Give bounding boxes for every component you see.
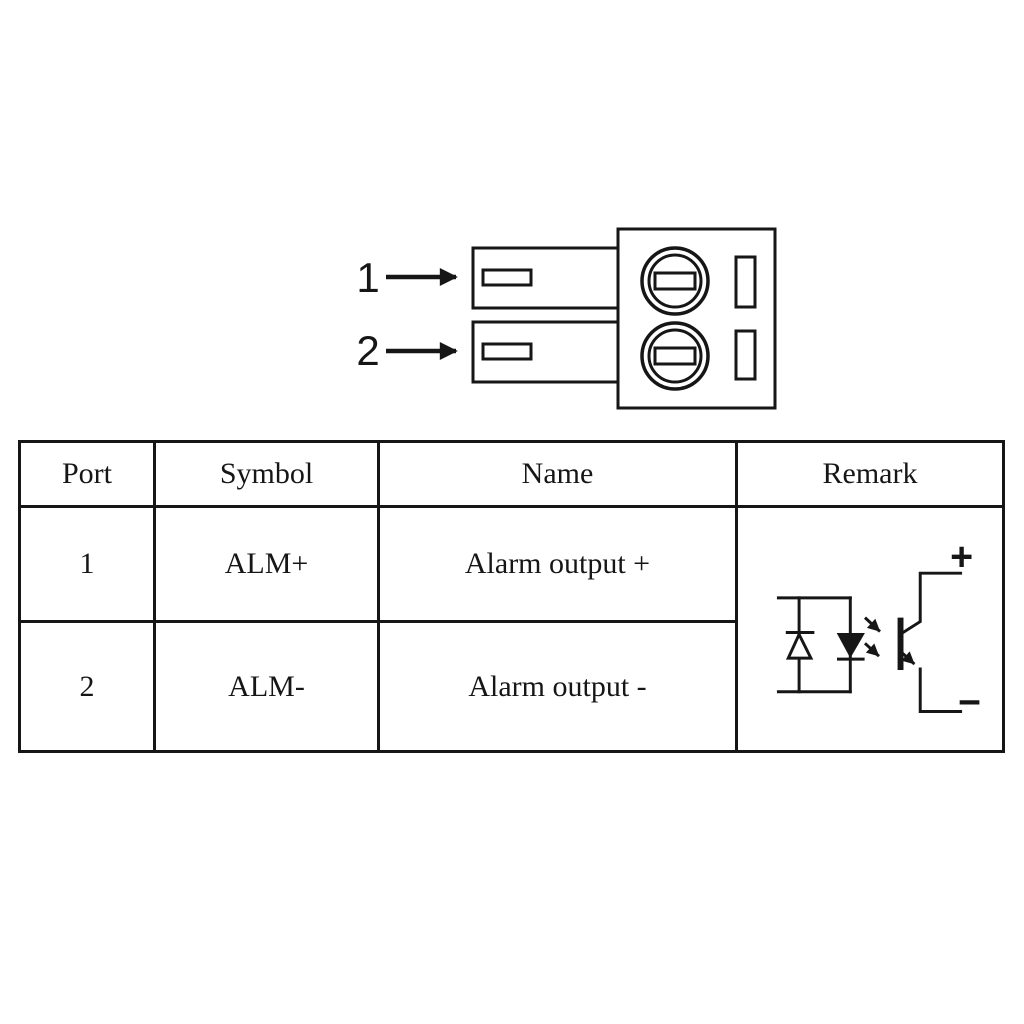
cell-port-2: 2 — [18, 620, 156, 753]
pin-2-label: 2 — [356, 327, 379, 374]
table-header-row: Port Symbol Name Remark — [18, 440, 1005, 508]
pin-definition-table: Port Symbol Name Remark 1 ALM+ Alarm out… — [18, 440, 1005, 753]
led-icon — [836, 632, 865, 661]
screw-1-icon — [640, 246, 710, 316]
emitter-arrow-icon — [900, 651, 916, 666]
connector-opening-2 — [734, 329, 757, 381]
cell-port-1: 1 — [18, 505, 156, 623]
cell-symbol-1: ALM+ — [153, 505, 380, 623]
phototransistor-icon — [897, 571, 963, 713]
minus-label: − — [958, 680, 981, 724]
header-symbol: Symbol — [153, 440, 380, 508]
table-row: 1 ALM+ Alarm output + — [18, 505, 1005, 753]
screw-2-icon — [640, 321, 710, 391]
light-arrows-icon — [863, 616, 881, 658]
pin-1-callout: 1 — [356, 254, 458, 301]
collector-lead — [899, 571, 963, 636]
header-remark: Remark — [735, 440, 1005, 508]
plus-label: + — [950, 535, 973, 579]
optocoupler-alarm-output-circuit-icon: + − — [776, 535, 981, 724]
pin-1-terminal-slot — [481, 268, 533, 287]
emitter-lead — [918, 667, 963, 713]
terminal-block-diagram: 1 2 — [356, 227, 777, 410]
header-name: Name — [377, 440, 738, 508]
cell-name-2: Alarm output - — [377, 620, 738, 753]
table-row: 2 ALM- Alarm output - — [18, 620, 1004, 753]
pin-2-terminal-slot — [481, 342, 533, 361]
input-bridge-wires — [776, 596, 852, 694]
cell-name-1: Alarm output + — [377, 505, 738, 623]
connector-opening-1 — [734, 255, 757, 309]
cell-symbol-2: ALM- — [153, 620, 380, 753]
protection-diode-icon — [785, 630, 815, 660]
header-port: Port — [18, 440, 156, 508]
pin-2-callout: 2 — [356, 327, 458, 374]
cell-remark: + − — [735, 505, 1005, 753]
pin-1-label: 1 — [356, 254, 379, 301]
